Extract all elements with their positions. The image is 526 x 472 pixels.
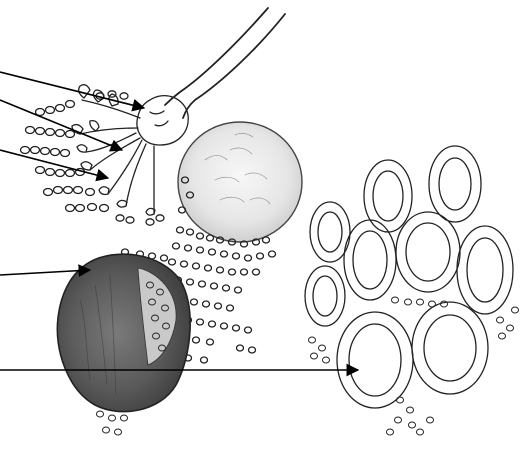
thick-walled-cells bbox=[305, 146, 519, 435]
hyphal-tip bbox=[137, 8, 285, 145]
arrow-1 bbox=[0, 72, 144, 108]
conidiophore-branches bbox=[72, 85, 155, 215]
pale-swollen-cell bbox=[178, 122, 302, 242]
arrow-2 bbox=[0, 100, 122, 150]
dark-sclerotium-cell bbox=[57, 254, 190, 435]
conidia-chains bbox=[21, 91, 165, 225]
